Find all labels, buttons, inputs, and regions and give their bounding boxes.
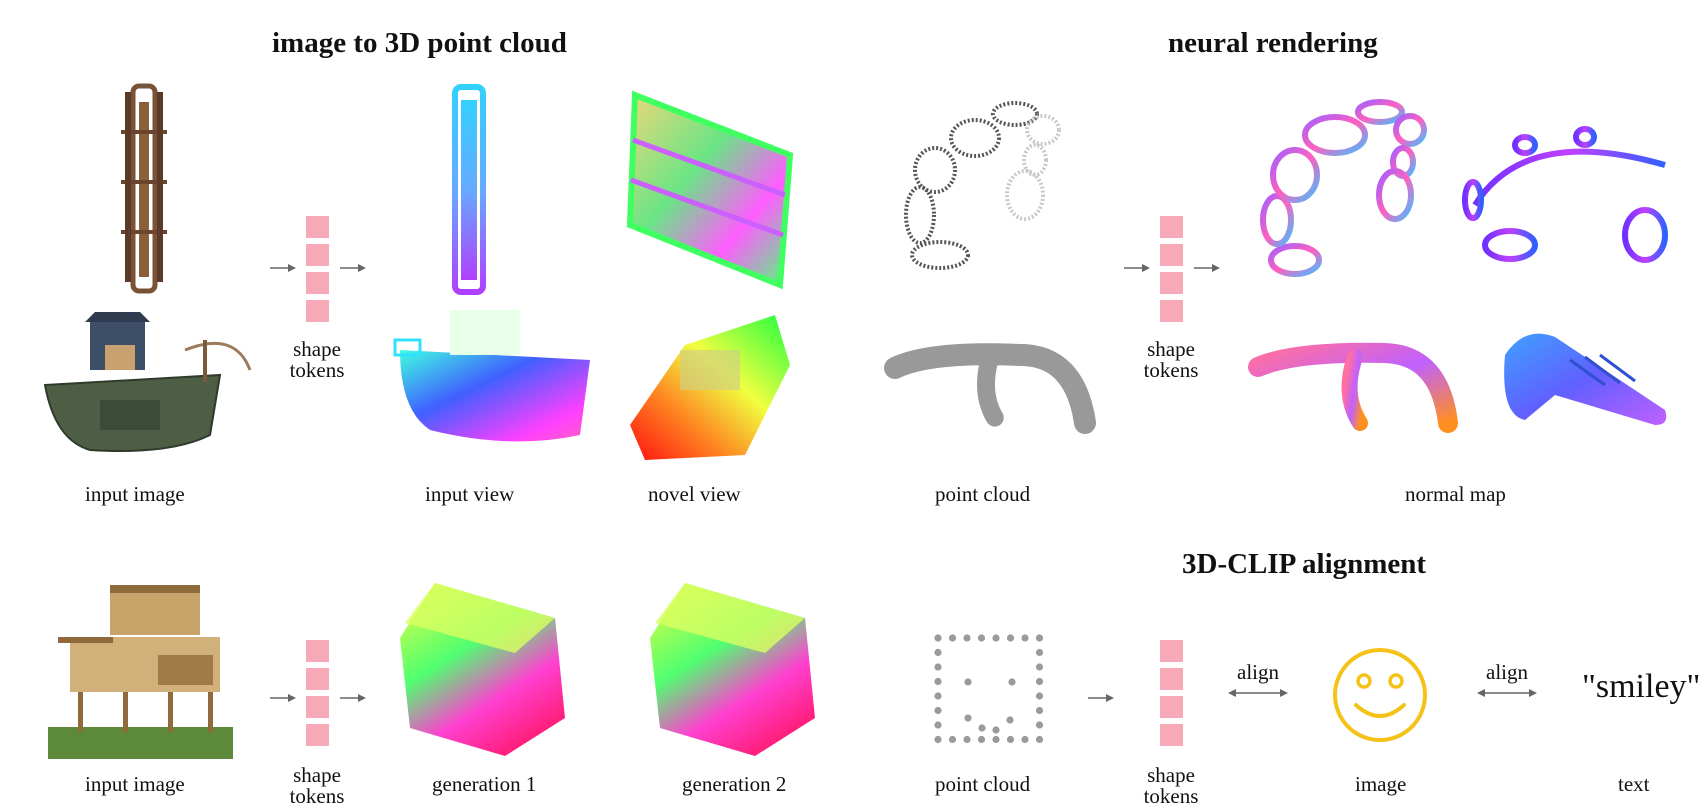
point-dot: [934, 677, 942, 686]
double-arrow-icon: [1477, 689, 1537, 697]
point-dot: [1035, 677, 1044, 686]
point-dot: [934, 735, 942, 744]
point-dot: [1035, 706, 1044, 715]
label-input-view: input view: [425, 482, 515, 506]
point-dot: [934, 706, 942, 715]
point-dot: [1021, 634, 1029, 642]
arrow-right-icon: [1088, 694, 1114, 702]
point-dot: [977, 735, 986, 744]
point-dot: [934, 634, 942, 642]
title-image-to-point-cloud: image to 3D point cloud: [272, 27, 567, 59]
title-neural-rendering: neural rendering: [1168, 27, 1378, 59]
shape-token-stack: [306, 216, 329, 328]
label-input-image-top: input image: [85, 482, 185, 506]
point-dot: [934, 648, 942, 657]
shape-token-stack: [306, 640, 329, 752]
double-arrow-icon: [1228, 689, 1288, 697]
smiley-pointcloud: [934, 634, 1044, 744]
arrow-right-icon: [1194, 264, 1220, 272]
hook-normal-map-side: [1504, 333, 1667, 425]
point-dot: [1035, 692, 1044, 700]
point-dot: [992, 726, 1000, 734]
point-dot: [1021, 735, 1029, 744]
bracelet-normal-map-side: [1462, 126, 1668, 263]
label-align-right: align: [1486, 660, 1528, 684]
point-dot: [964, 714, 972, 722]
label-input-image-bottom: input image: [85, 772, 185, 796]
point-dot: [1008, 678, 1016, 686]
house-input-image: [48, 585, 233, 759]
label-text: text: [1618, 772, 1650, 796]
label-generation-2: generation 2: [682, 772, 787, 796]
point-dot: [978, 724, 986, 732]
point-dot: [1006, 716, 1014, 724]
boat-input-image: [43, 312, 252, 452]
shape-token-stack: [1160, 640, 1183, 752]
rack-novel-view-pointcloud: [626, 90, 794, 290]
label-point-cloud-top: point cloud: [935, 482, 1031, 506]
label-align-left: align: [1237, 660, 1279, 684]
boat-input-view-pointcloud: [393, 310, 590, 442]
point-dot: [963, 735, 971, 744]
arrow-right-icon: [340, 264, 366, 272]
arrow-right-icon: [1124, 264, 1150, 272]
point-dot: [1035, 721, 1044, 729]
bracelet-pointcloud: [904, 101, 1061, 270]
smiley-image-icon: [1333, 648, 1427, 742]
point-dot: [1035, 634, 1044, 642]
point-dot: [992, 735, 1000, 744]
arrow-right-icon: [270, 264, 296, 272]
rack-input-view-pointcloud: [452, 84, 486, 295]
shape-token-stack: [1160, 216, 1183, 328]
point-dot: [1035, 735, 1044, 744]
label-novel-view: novel view: [648, 482, 741, 506]
point-dot: [963, 634, 971, 642]
label-image: image: [1355, 772, 1407, 796]
arrow-right-icon: [270, 694, 296, 702]
label-generation-1: generation 1: [432, 772, 537, 796]
title-3d-clip-alignment: 3D-CLIP alignment: [1182, 548, 1427, 580]
point-dot: [992, 634, 1000, 642]
point-dot: [934, 663, 942, 671]
label-point-cloud-bottom: point cloud: [935, 772, 1031, 796]
point-dot: [948, 735, 957, 744]
bracelet-normal-map-front: [1260, 99, 1427, 277]
point-dot: [977, 634, 986, 642]
point-dot: [934, 692, 942, 700]
boat-novel-view-pointcloud: [630, 315, 790, 460]
arrow-right-icon: [340, 694, 366, 702]
point-dot: [1035, 663, 1044, 671]
point-dot: [948, 634, 957, 642]
point-dot: [1006, 634, 1015, 642]
house-generation-1-pointcloud: [400, 583, 565, 756]
house-generation-2-pointcloud: [650, 583, 815, 756]
point-dot: [1035, 648, 1044, 657]
hook-pointcloud: [884, 343, 1096, 434]
point-dot: [1006, 735, 1015, 744]
point-dot: [964, 678, 972, 686]
hook-normal-map-front: [1248, 342, 1458, 433]
label-normal-map: normal map: [1405, 482, 1506, 506]
point-dot: [934, 721, 942, 729]
rack-input-image: [121, 83, 167, 294]
smiley-text-quote: "smiley": [1582, 668, 1701, 705]
